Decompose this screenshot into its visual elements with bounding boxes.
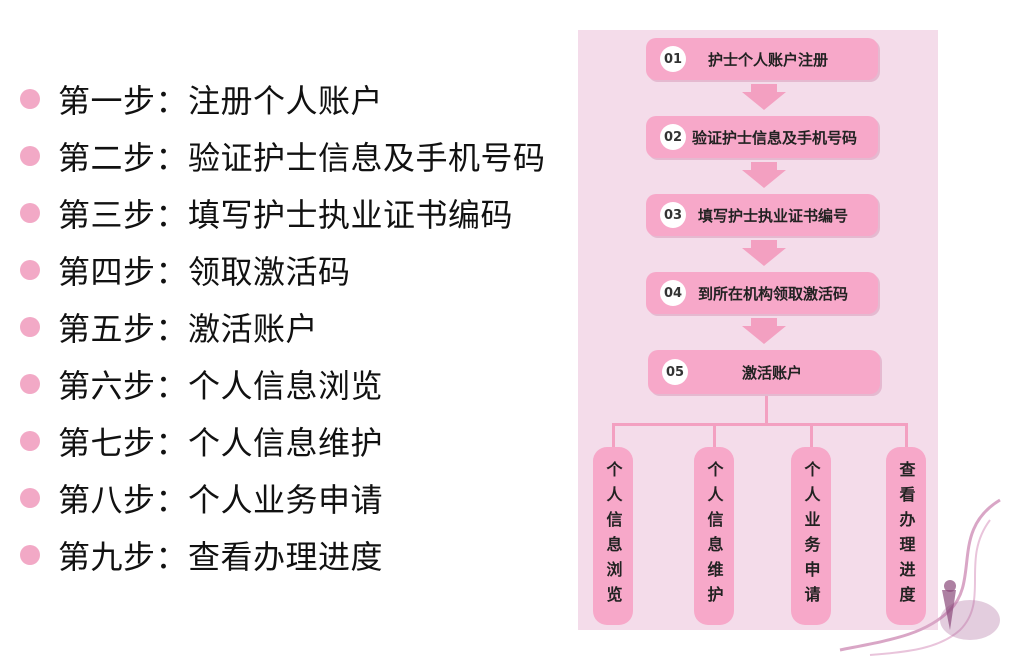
bullet-dot <box>20 487 40 508</box>
bullet-dot <box>20 202 40 223</box>
connector-line <box>612 423 908 426</box>
step-number-badge: 02 <box>660 124 686 150</box>
decorative-swirl-icon <box>839 498 1001 656</box>
arrow-down-icon <box>742 92 786 110</box>
flow-box-2: 02 验证护士信息及手机号码 <box>646 116 878 158</box>
step-text: 第九步：查看办理进度 <box>58 537 384 576</box>
bullet-dot <box>20 373 40 394</box>
flow-box-label: 验证护士信息及手机号码 <box>692 128 858 147</box>
step-text: 第四步：领取激活码 <box>58 252 351 291</box>
bullet-dot <box>20 430 40 451</box>
arrow-down-icon <box>742 248 786 266</box>
flow-box-label: 到所在机构领取激活码 <box>698 284 849 303</box>
step-item: 第七步：个人信息维护 <box>20 412 580 469</box>
flow-box-label: 护士个人账户注册 <box>708 50 829 69</box>
step-text: 第五步：激活账户 <box>58 309 319 348</box>
step-text: 第八步：个人业务申请 <box>58 480 384 519</box>
connector-line <box>713 423 716 449</box>
step-text: 第七步：个人信息维护 <box>58 423 384 462</box>
step-item: 第六步：个人信息浏览 <box>20 355 580 412</box>
branch-label: 个人信息浏览 <box>603 461 623 611</box>
flow-box-3: 03 填写护士执业证书编号 <box>646 194 878 236</box>
step-number-badge: 05 <box>662 359 688 385</box>
steps-list: 第一步：注册个人账户 第二步：验证护士信息及手机号码 第三步：填写护士执业证书编… <box>20 70 580 583</box>
flow-box-1: 01 护士个人账户注册 <box>646 38 878 80</box>
step-text: 第三步：填写护士执业证书编码 <box>58 195 514 234</box>
bullet-dot <box>20 316 40 337</box>
connector-line <box>612 423 615 449</box>
flow-box-label: 填写护士执业证书编号 <box>698 206 849 225</box>
step-number-badge: 03 <box>660 202 686 228</box>
arrow-stem <box>751 318 777 326</box>
branch-label: 个人业务申请 <box>801 461 821 611</box>
step-text: 第一步：注册个人账户 <box>58 81 384 120</box>
step-item: 第八步：个人业务申请 <box>20 469 580 526</box>
branch-box-1: 个人信息浏览 <box>593 447 633 625</box>
arrow-down-icon <box>742 326 786 344</box>
flow-box-5: 05 激活账户 <box>648 350 880 394</box>
branch-box-3: 个人业务申请 <box>791 447 831 625</box>
bullet-dot <box>20 88 40 109</box>
step-text: 第六步：个人信息浏览 <box>58 366 384 405</box>
step-item: 第四步：领取激活码 <box>20 241 580 298</box>
connector-line <box>810 423 813 449</box>
bullet-dot <box>20 259 40 280</box>
step-item: 第一步：注册个人账户 <box>20 70 580 127</box>
flow-box-label: 激活账户 <box>742 363 803 382</box>
step-number-badge: 04 <box>660 280 686 306</box>
connector-line <box>905 423 908 449</box>
step-item: 第二步：验证护士信息及手机号码 <box>20 127 580 184</box>
step-number-badge: 01 <box>660 46 686 72</box>
bullet-dot <box>20 145 40 166</box>
arrow-down-icon <box>742 170 786 188</box>
branch-label: 个人信息维护 <box>704 461 724 611</box>
bullet-dot <box>20 544 40 565</box>
step-item: 第九步：查看办理进度 <box>20 526 580 583</box>
arrow-stem <box>751 162 777 170</box>
branch-box-2: 个人信息维护 <box>694 447 734 625</box>
step-item: 第五步：激活账户 <box>20 298 580 355</box>
arrow-stem <box>751 84 777 92</box>
branch-box-4: 查看办理进度 <box>886 447 926 625</box>
step-text: 第二步：验证护士信息及手机号码 <box>58 138 546 177</box>
step-item: 第三步：填写护士执业证书编码 <box>20 184 580 241</box>
flow-box-4: 04 到所在机构领取激活码 <box>646 272 878 314</box>
branch-label: 查看办理进度 <box>896 461 916 611</box>
connector-line <box>765 396 768 424</box>
arrow-stem <box>751 240 777 248</box>
